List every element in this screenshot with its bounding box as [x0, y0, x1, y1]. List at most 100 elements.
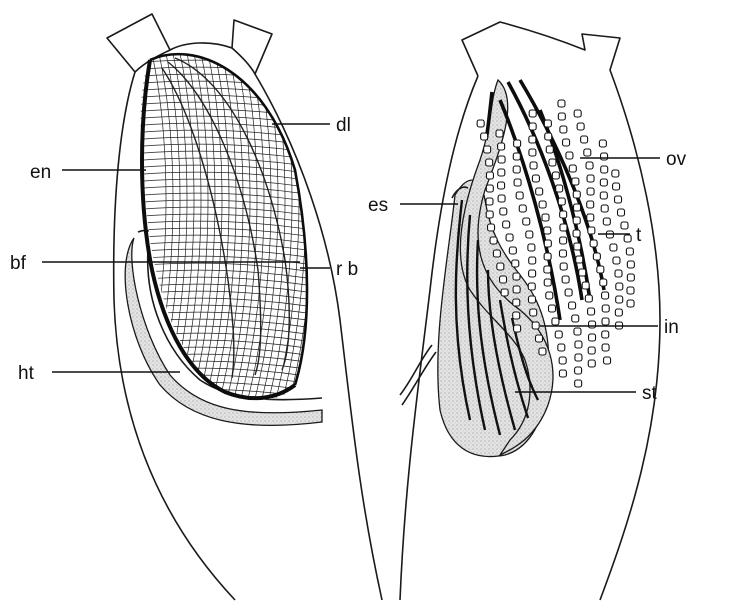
follicle: [514, 179, 521, 186]
follicle: [498, 182, 505, 189]
follicle: [559, 370, 566, 377]
follicle: [627, 261, 634, 268]
follicle: [496, 130, 503, 137]
follicle: [528, 283, 535, 290]
follicle: [516, 192, 523, 199]
follicle: [486, 172, 493, 179]
follicle: [497, 263, 504, 270]
label-rb: r b: [336, 259, 358, 280]
follicle: [549, 159, 556, 166]
follicle: [546, 292, 553, 299]
follicle: [500, 208, 507, 215]
follicle: [602, 305, 609, 312]
follicle: [539, 201, 546, 208]
follicle: [549, 305, 556, 312]
follicle: [573, 191, 580, 198]
follicle: [582, 282, 589, 289]
follicle: [575, 354, 582, 361]
follicle: [602, 344, 609, 351]
follicle: [588, 308, 595, 315]
follicle: [498, 156, 505, 163]
follicle: [565, 289, 572, 296]
left-specimen: [42, 14, 382, 600]
follicle: [624, 235, 631, 242]
follicle: [589, 334, 596, 341]
follicle: [498, 169, 505, 176]
follicle: [560, 263, 567, 270]
follicle: [597, 266, 604, 273]
follicle: [486, 198, 493, 205]
follicle: [588, 360, 595, 367]
follicle: [587, 188, 594, 195]
follicle: [506, 234, 513, 241]
follicle: [500, 276, 507, 283]
follicle: [603, 218, 610, 225]
right-specimen: [400, 22, 660, 600]
follicle: [552, 318, 559, 325]
follicle: [523, 218, 530, 225]
follicle: [558, 198, 565, 205]
follicle: [544, 120, 551, 127]
follicle: [626, 248, 633, 255]
follicle: [560, 237, 567, 244]
follicle: [572, 178, 579, 185]
follicle: [601, 166, 608, 173]
follicle: [558, 344, 565, 351]
follicle: [513, 273, 520, 280]
follicle: [600, 179, 607, 186]
follicle: [627, 300, 634, 307]
follicle: [486, 159, 493, 166]
follicle: [587, 214, 594, 221]
follicle: [552, 172, 559, 179]
follicle: [513, 299, 520, 306]
follicle: [574, 328, 581, 335]
follicle: [615, 309, 622, 316]
follicle: [546, 146, 553, 153]
follicle: [536, 188, 543, 195]
follicle: [532, 175, 539, 182]
follicle: [490, 237, 497, 244]
label-in: in: [664, 317, 679, 338]
follicle: [542, 214, 549, 221]
follicle: [613, 257, 620, 264]
follicle: [544, 227, 551, 234]
follicle: [529, 110, 536, 117]
follicle: [513, 166, 520, 173]
follicle: [544, 266, 551, 273]
follicle: [616, 283, 623, 290]
follicle: [613, 183, 620, 190]
label-dl: dl: [336, 115, 351, 136]
follicle: [558, 100, 565, 107]
follicle: [503, 221, 510, 228]
follicle: [529, 136, 536, 143]
follicle: [545, 133, 552, 140]
label-es: es: [368, 195, 388, 216]
follicle: [514, 325, 521, 332]
follicle: [572, 315, 579, 322]
follicle: [560, 126, 567, 133]
follicle: [574, 204, 581, 211]
follicle: [529, 123, 536, 130]
follicle: [573, 217, 580, 224]
follicle: [529, 270, 536, 277]
follicle: [581, 136, 588, 143]
follicle: [599, 140, 606, 147]
follicle: [627, 287, 634, 294]
follicle: [536, 335, 543, 342]
follicle: [573, 230, 580, 237]
label-bf: bf: [10, 253, 27, 274]
follicle: [559, 250, 566, 257]
follicle: [602, 292, 609, 299]
follicle: [602, 318, 609, 325]
follicle: [612, 170, 619, 177]
label-ht: ht: [18, 363, 35, 384]
follicle: [498, 195, 505, 202]
follicle: [486, 185, 493, 192]
follicle: [530, 162, 537, 169]
follicle: [602, 331, 609, 338]
basket-stigmata-row: [120, 396, 320, 406]
follicle: [575, 380, 582, 387]
follicle: [556, 185, 563, 192]
follicle: [569, 302, 576, 309]
